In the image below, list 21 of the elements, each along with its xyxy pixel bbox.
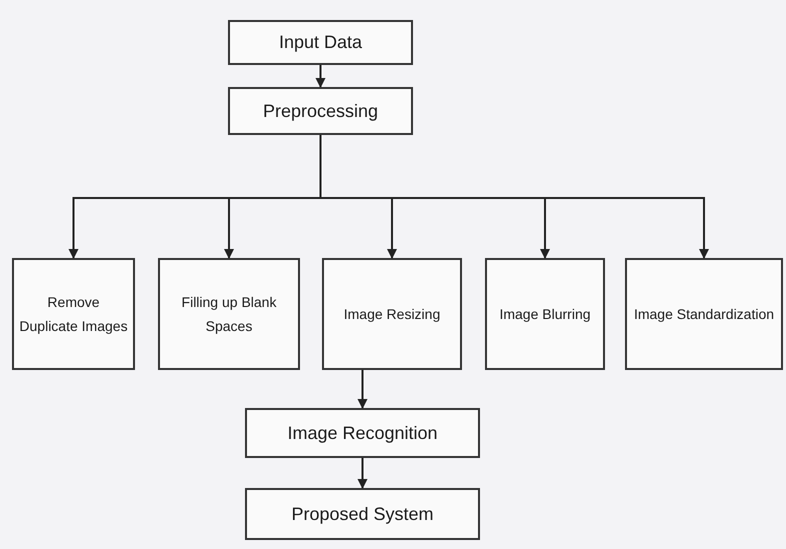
box-label: Image Blurring <box>499 305 591 324</box>
box-label: Image Recognition <box>287 422 438 444</box>
process-box <box>485 258 605 370</box>
process-box <box>228 87 413 135</box>
arrow <box>358 370 368 409</box>
process-box <box>228 20 413 65</box>
box-label: Preprocessing <box>262 100 378 122</box>
box-label: Remove Duplicate Images <box>18 293 129 336</box>
box-label: Filling up Blank Spaces <box>180 293 278 336</box>
process-box <box>625 258 783 370</box>
arrow <box>358 458 368 489</box>
box-label: Image Standardization <box>634 305 774 324</box>
box-label: Input Data <box>278 31 362 54</box>
box-label: Proposed System <box>291 502 434 526</box>
process-box <box>245 488 480 540</box>
process-box <box>322 258 462 370</box>
process-box <box>245 408 480 458</box>
process-box <box>12 258 135 370</box>
box-label: Image Resizing <box>344 305 440 324</box>
process-box <box>158 258 300 370</box>
arrow <box>316 65 326 88</box>
